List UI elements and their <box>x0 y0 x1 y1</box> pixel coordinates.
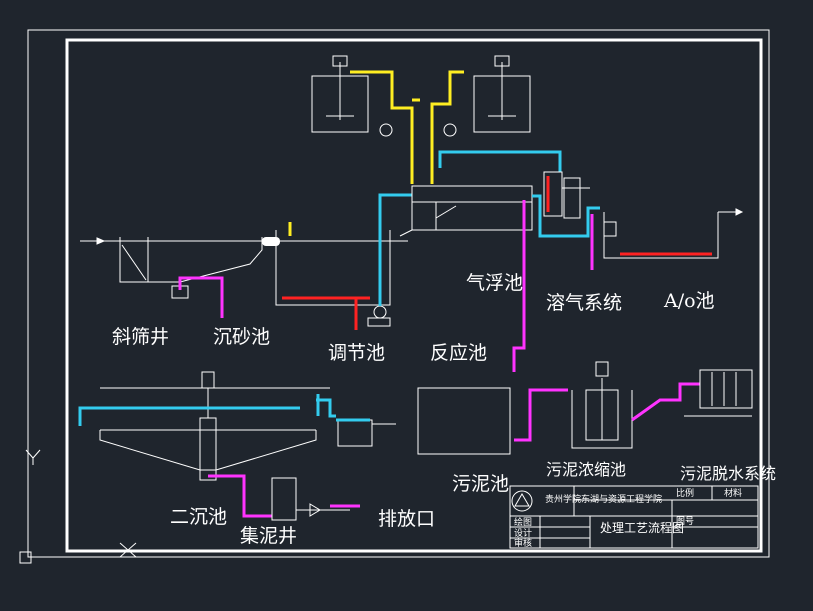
dosing-tank-left <box>311 55 369 133</box>
equalization-tank <box>275 230 391 306</box>
outer-frame <box>27 29 770 558</box>
flotation-return-pipe <box>438 150 600 238</box>
reaction-flotation-tank <box>399 185 533 237</box>
thickener-outlet <box>631 382 700 422</box>
secondary-clarifier-tank <box>99 371 330 481</box>
clarifier-outflow-pipe <box>316 394 336 418</box>
label-flotation-tank: 气浮池 <box>466 272 524 294</box>
screen-well-tank <box>119 237 160 283</box>
label-sludge-tank: 污泥池 <box>452 473 510 495</box>
crosshair-marks <box>19 449 137 564</box>
label-secondary-clarifier: 二沉池 <box>170 506 228 528</box>
dissolved-air-equipment <box>543 171 590 219</box>
sludge-thickener-tank <box>571 361 633 449</box>
grit-chamber-tank <box>147 237 263 299</box>
title-block-design: 设计 <box>514 529 533 539</box>
lift-water-pipe <box>378 193 412 306</box>
dosing-tank-right <box>473 55 531 133</box>
sludge-tank <box>417 387 511 455</box>
lift-pump <box>367 305 391 327</box>
title-block-material: 材料 <box>724 489 743 499</box>
label-screen-well: 斜筛井 <box>112 326 170 348</box>
label-sludge-well: 集泥井 <box>240 525 298 547</box>
clarifier-inflow-pipe <box>78 406 300 426</box>
label-dissolved-air-system: 溶气系统 <box>546 292 623 314</box>
sludge-tank-outlet <box>514 388 568 442</box>
title-block-scale: 比例 <box>676 489 695 499</box>
label-sludge-dewatering: 污泥脱水系统 <box>680 464 777 483</box>
ao-tank <box>603 208 744 259</box>
label-sludge-thickener: 污泥浓缩池 <box>546 460 627 479</box>
title-block-school: 贵州学院东湖与资源工程学院 <box>545 495 663 505</box>
inflow-line <box>80 237 408 245</box>
label-ao-tank: A/o池 <box>664 290 715 312</box>
label-discharge-outlet: 排放口 <box>378 508 436 530</box>
label-equalization-tank: 调节池 <box>328 342 386 364</box>
flotation-sludge-pipe <box>512 200 526 372</box>
pipe-joint <box>262 237 280 246</box>
title-block-drawing-no: 图号 <box>676 517 695 527</box>
grit-chamber-sludge-pipe <box>178 276 224 318</box>
title-block <box>509 485 759 549</box>
discharge-tank <box>337 419 396 447</box>
equalization-aeration <box>282 296 370 330</box>
title-block-drawn: 绘图 <box>514 518 533 528</box>
sludge-well-tank <box>271 477 350 521</box>
clarifier-sludge-pipe <box>208 474 272 518</box>
title-block-review: 审核 <box>514 539 533 549</box>
dosing-pipes <box>350 70 464 184</box>
dosing-pumps <box>379 123 457 137</box>
dewatering-equipment <box>684 369 753 417</box>
label-reaction-tank: 反应池 <box>430 342 488 364</box>
inner-frame <box>65 38 763 553</box>
label-grit-chamber: 沉砂池 <box>213 326 271 348</box>
title-block-drawing-title: 处理工艺流程图 <box>600 521 685 535</box>
